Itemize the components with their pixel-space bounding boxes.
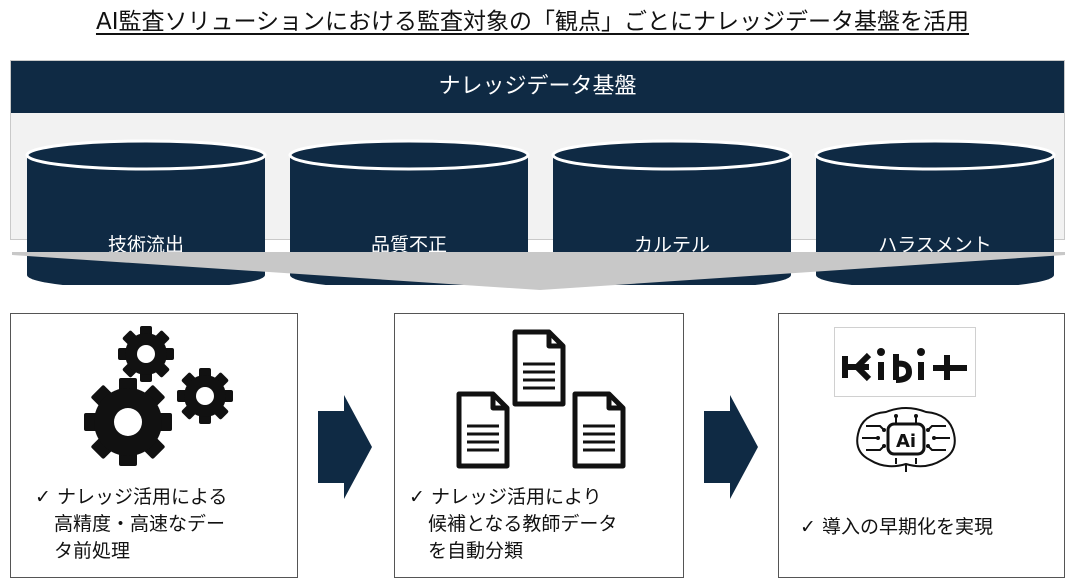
funnel-arrow — [12, 252, 1065, 290]
documents-icon — [456, 329, 626, 469]
step-description: ✓ ナレッジ活用による 高精度・高速なデー タ前処理 — [35, 484, 227, 565]
step-box-preprocessing: ✓ ナレッジ活用による 高精度・高速なデー タ前処理 — [10, 313, 298, 578]
step-text-line: ✓ 導入の早期化を実現 — [800, 516, 993, 538]
step-text-line: 候補となる教師データ — [409, 513, 618, 535]
knowledge-base-header: ナレッジデータ基盤 — [11, 61, 1064, 113]
kibit-logo — [834, 327, 976, 397]
svg-text:Ai: Ai — [896, 431, 916, 452]
step-text-line: を自動分類 — [409, 540, 524, 562]
step-description: ✓ ナレッジ活用により 候補となる教師データ を自動分類 — [409, 484, 617, 565]
right-arrow-icon — [318, 395, 372, 499]
knowledge-base-panel: ナレッジデータ基盤 技術流出 品質不正 カルテル ハラスメント — [10, 60, 1065, 285]
right-arrow-icon — [704, 395, 758, 499]
step-text-line: ✓ ナレッジ活用による — [35, 486, 228, 508]
database-label: 品質不正 — [370, 234, 447, 256]
step-description: ✓ 導入の早期化を実現 — [800, 514, 993, 541]
step-text-line: タ前処理 — [35, 540, 131, 562]
step-box-classification: ✓ ナレッジ活用により 候補となる教師データ を自動分類 — [394, 313, 684, 578]
database-label: ハラスメント — [878, 234, 992, 256]
kibit-logo-mark — [842, 348, 967, 383]
ai-brain-icon: Ai — [856, 407, 956, 472]
page-title: AI監査ソリューションにおける監査対象の「観点」ごとにナレッジデータ基盤を活用 — [95, 9, 970, 35]
database-label: 技術流出 — [107, 234, 184, 256]
step-text-line: 高精度・高速なデー — [35, 513, 226, 535]
step-text-line: ✓ ナレッジ活用により — [409, 486, 602, 508]
database-label: カルテル — [633, 234, 710, 256]
gears-icon — [84, 326, 233, 466]
